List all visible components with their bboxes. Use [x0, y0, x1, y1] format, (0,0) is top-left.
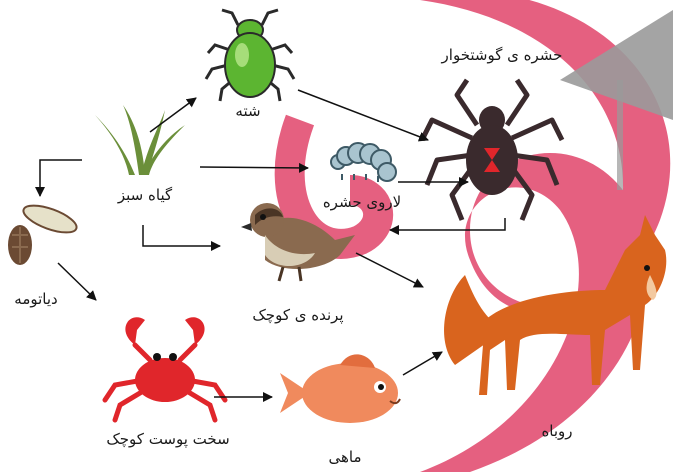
arrow-bird-to-fox	[356, 253, 423, 287]
label-small-crustacean: سخت پوست کوچک	[106, 430, 229, 448]
label-larva: لاروی حشره	[323, 193, 401, 211]
label-fox: روباه	[541, 422, 572, 440]
arrow-grass-to-bird	[143, 225, 220, 246]
fish-icon	[280, 354, 400, 423]
label-diatom: دیاتومه	[14, 290, 57, 308]
aphid-icon	[206, 10, 294, 101]
label-fish: ماهی	[328, 448, 361, 466]
diatom-icon	[8, 200, 80, 265]
arrow-fish-to-fox	[403, 352, 442, 375]
label-aphid: شته	[235, 102, 260, 120]
arrow-diatom-to-crustacean	[58, 263, 96, 300]
arrow-grass-to-diatom	[40, 160, 82, 196]
label-small-bird: پرنده ی کوچک	[252, 306, 343, 324]
crab-icon	[105, 317, 225, 420]
arrow-spider-to-bird	[390, 218, 505, 230]
arrow-grass-to-aphid	[150, 98, 196, 132]
spider-icon	[422, 80, 562, 220]
arrow-aphid-to-spider	[298, 90, 428, 140]
label-green-plant: گیاه سبز	[118, 186, 172, 204]
larva-icon	[331, 143, 396, 182]
arrow-grass-to-larva	[200, 167, 308, 168]
label-predatory-insect: حشره ی گوشتخوار	[442, 46, 563, 64]
